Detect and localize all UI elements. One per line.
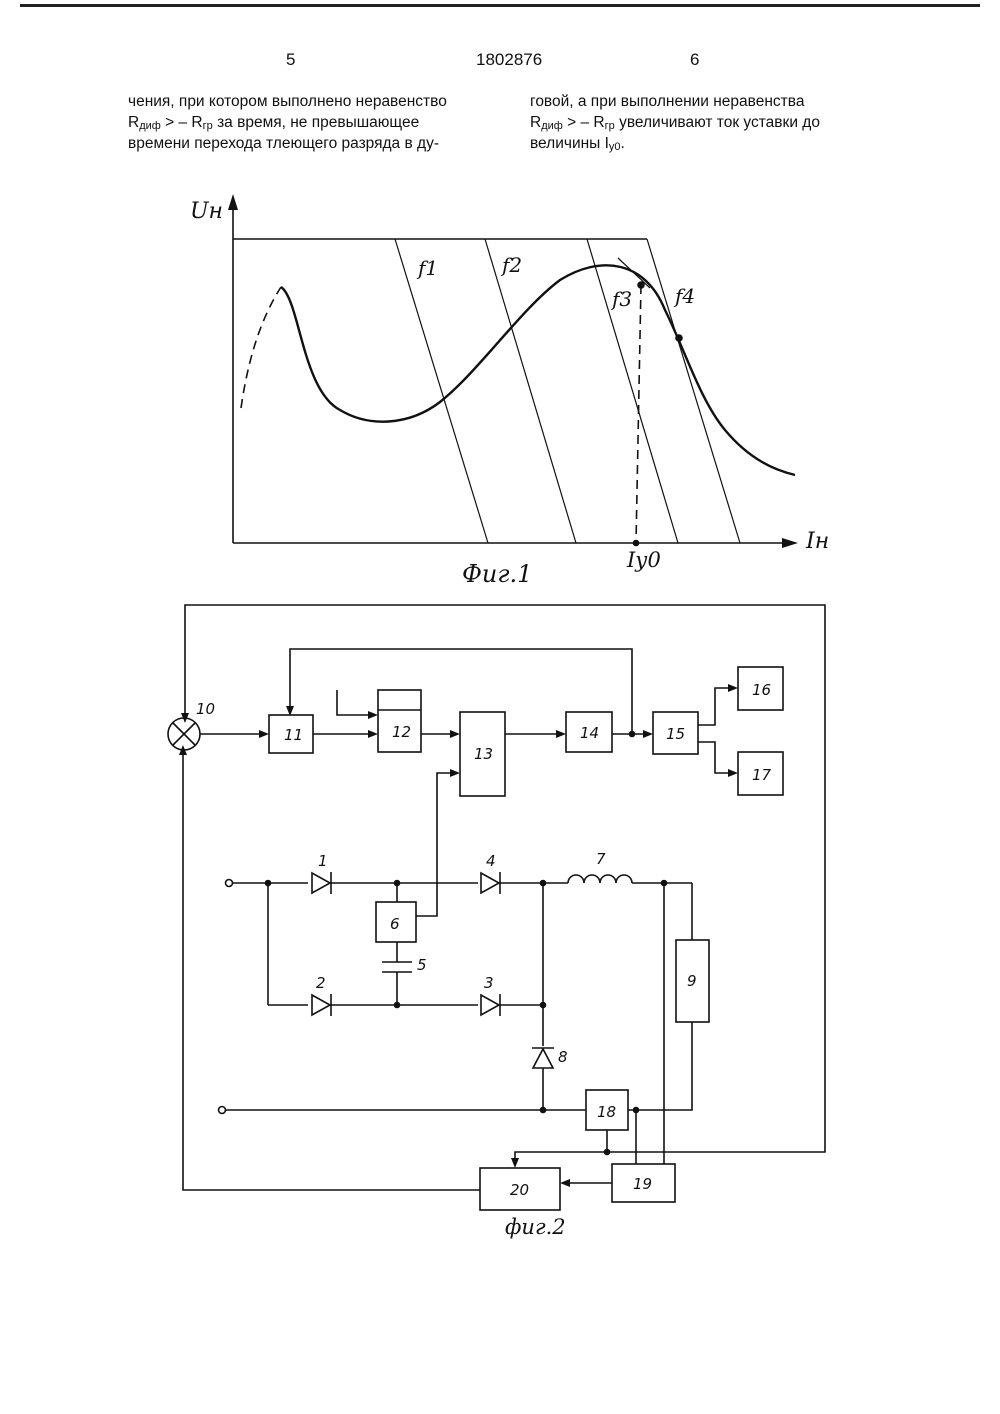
label-19: 19 — [633, 1175, 652, 1193]
wire — [628, 1022, 692, 1110]
arrow — [450, 730, 460, 738]
diode-4 — [481, 872, 500, 894]
diode-1 — [312, 872, 331, 894]
wire — [337, 690, 372, 715]
label-diode-4: 4 — [486, 852, 496, 870]
figure-2-caption: фиг.2 — [505, 1215, 566, 1239]
arrow — [728, 769, 738, 777]
arrow — [368, 730, 378, 738]
junction — [266, 881, 271, 886]
label-16: 16 — [752, 681, 771, 699]
label-9: 9 — [687, 972, 697, 990]
arrow — [450, 769, 460, 777]
label-20: 20 — [510, 1181, 529, 1199]
wire — [698, 742, 732, 773]
input-terminal — [226, 880, 233, 887]
label-6: 6 — [390, 915, 400, 933]
summator-10 — [168, 718, 200, 750]
junction — [541, 1108, 546, 1113]
label-14: 14 — [580, 724, 599, 742]
label-10: 10 — [196, 700, 215, 718]
wire — [698, 688, 732, 725]
arrow — [511, 1158, 519, 1168]
label-diode-8: 8 — [558, 1048, 568, 1066]
arrow — [556, 730, 566, 738]
arrow — [643, 730, 653, 738]
wire — [290, 649, 632, 734]
diode-2 — [312, 994, 331, 1016]
label-12: 12 — [392, 723, 411, 741]
label-capacitor-5: 5 — [417, 956, 427, 974]
junction — [605, 1150, 610, 1155]
arrow — [259, 730, 269, 738]
arrow — [728, 684, 738, 692]
junction — [395, 1003, 400, 1008]
label-diode-2: 2 — [316, 974, 326, 992]
inductor-7 — [568, 875, 632, 883]
label-13: 13 — [474, 745, 493, 763]
arrow — [560, 1179, 570, 1187]
label-18: 18 — [597, 1103, 616, 1121]
wire — [416, 773, 454, 916]
diode-3 — [481, 994, 500, 1016]
arrow — [368, 711, 378, 719]
block-12 — [378, 690, 421, 752]
label-inductor-7: 7 — [596, 850, 606, 868]
capacitor-5 — [382, 962, 412, 972]
label-diode-1: 1 — [318, 852, 328, 870]
label-11: 11 — [284, 726, 303, 744]
label-diode-3: 3 — [484, 974, 494, 992]
label-17: 17 — [752, 766, 772, 784]
diode-8 — [532, 1048, 554, 1068]
label-15: 15 — [666, 725, 685, 743]
feedback-loop-bottom — [183, 751, 480, 1190]
input-terminal — [219, 1107, 226, 1114]
